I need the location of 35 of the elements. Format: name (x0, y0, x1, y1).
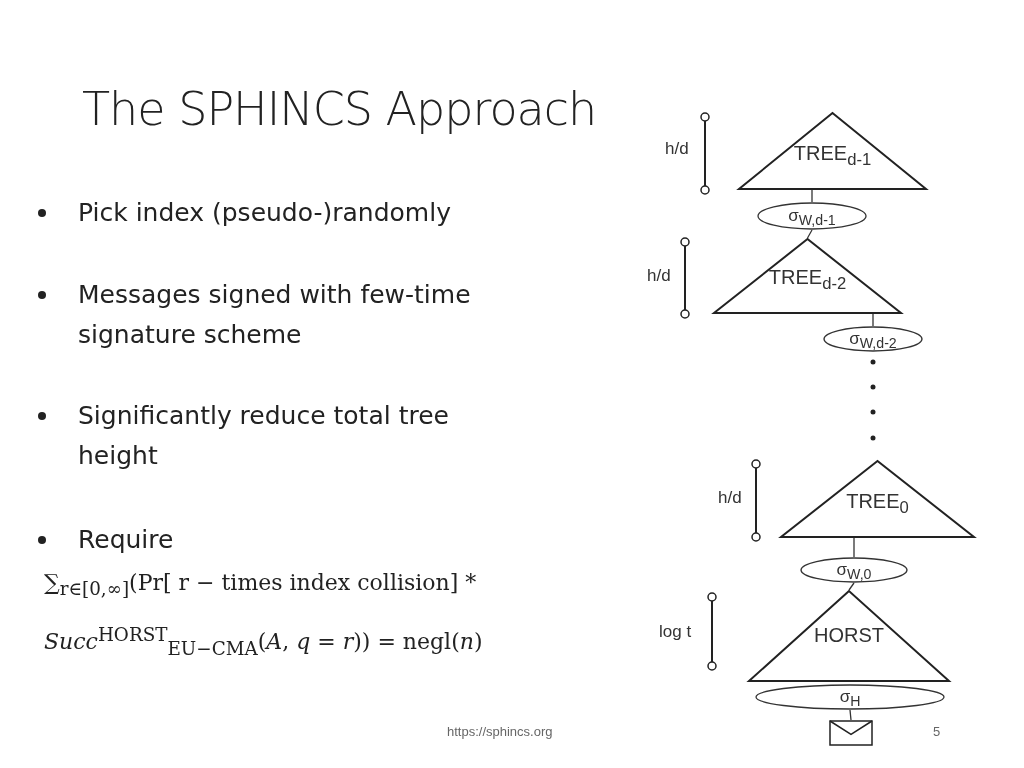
bullet-text: Significantly reduce total tree height (78, 400, 450, 472)
signature-ellipse (755, 684, 945, 710)
tree-triangle (713, 238, 902, 314)
envelope-icon (829, 720, 873, 746)
tree-label: HORST (813, 624, 885, 647)
tree-label: TREE$_{0}$ (845, 490, 910, 518)
dimension-label: h/d (718, 488, 742, 508)
connector-line (849, 709, 852, 721)
bullet-text: Require (78, 524, 175, 556)
connector-line (872, 313, 874, 327)
connector-line (848, 582, 855, 591)
connector-line (806, 229, 813, 239)
tree-label: TREE$_{d-1}$ (792, 142, 873, 170)
signature-ellipse (823, 326, 923, 352)
connector-line (853, 537, 855, 558)
dimension-label: log t (659, 622, 692, 642)
signature-label: σ$_{W,d-1}$ (787, 205, 837, 231)
connector-line (811, 189, 813, 203)
bullet-text: Messages signed with few-time signature scheme (78, 279, 472, 351)
footer-url: https://sphincs.org (447, 724, 553, 739)
formula: ∑$_{r∈[0,∞]}$(Pr[ r − times index collision] *Succ$^{HORST}$$_{EU−CMA}$(A, q = r)) = negl(n) (44, 569, 484, 662)
signature-ellipse (757, 202, 867, 230)
signature-label: σ$_{H}$ (838, 686, 862, 712)
tree-triangle (738, 112, 927, 190)
signature-label: σ$_{W,0}$ (835, 559, 873, 585)
slide-title: The SPHINCS Approach (82, 82, 597, 136)
signature-ellipse (800, 557, 908, 583)
tree-triangle (748, 590, 950, 682)
dimension-label: h/d (647, 266, 671, 286)
page-number: 5 (933, 724, 941, 739)
bullet-text: Pick index (pseudo-)randomly (78, 197, 452, 229)
signature-label: σ$_{W,d-2}$ (848, 328, 898, 354)
dimension-label: h/d (665, 139, 689, 159)
tree-label: TREE$_{d-2}$ (767, 266, 848, 294)
tree-triangle (780, 460, 975, 538)
